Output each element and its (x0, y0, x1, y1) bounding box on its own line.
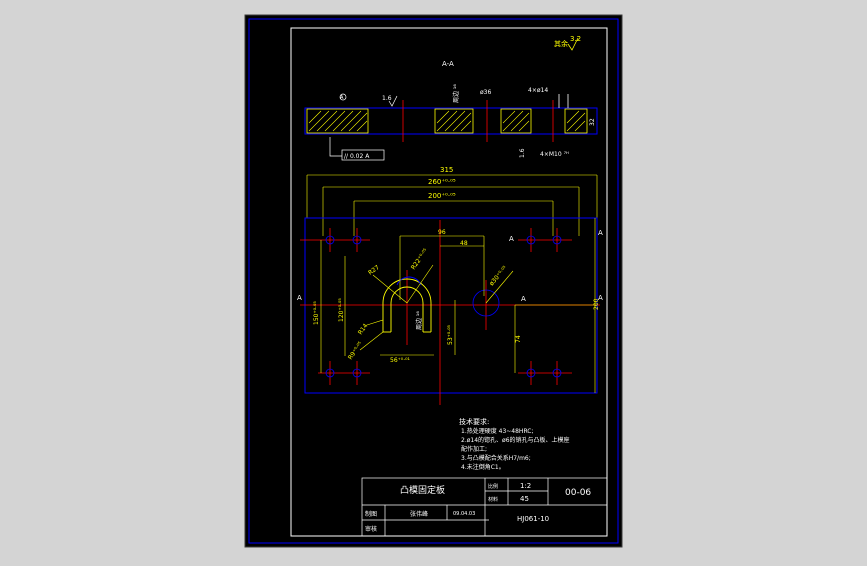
datum-circle-icon (339, 93, 347, 101)
school-code: HJ061-10 (517, 515, 549, 523)
scale-value: 1:2 (520, 482, 531, 490)
roughness-other-label: 其余 (554, 39, 568, 48)
thread-note: 4×M10 ⁷ᴴ (540, 151, 569, 158)
notes-title: 技术要求: (459, 417, 489, 426)
note-line-3: 配作加工; (461, 445, 487, 453)
dim-48: 48 (460, 240, 468, 247)
section-view (304, 94, 598, 142)
drawing-number: 00-06 (565, 488, 591, 498)
section-a-right: A (598, 294, 603, 302)
material-label: 材料 (488, 496, 498, 503)
parallelism-frame: // 0.02 A (344, 153, 370, 160)
drawing-sheet (244, 14, 623, 548)
datum-marker: A (340, 95, 344, 101)
dim-56: 56⁺⁰·⁰¹ (390, 357, 411, 364)
dim-315: 315 (440, 166, 453, 174)
hole-dia-36: ø36 (480, 89, 491, 96)
dim-96: 96 (438, 229, 446, 236)
material-value: 45 (520, 495, 529, 503)
outer-border (248, 18, 619, 544)
parallelism-frame-box (341, 149, 385, 161)
title-block (361, 477, 608, 537)
hole-4x14: 4×ø14 (528, 87, 548, 94)
dim-150: 150⁺⁰·⁰⁵ (313, 301, 320, 325)
dim-200-right: 200 (593, 298, 600, 310)
roughness-top-value: 1.6 (382, 95, 392, 102)
section-a-top-right: A (598, 229, 603, 237)
dim-74: 74 (515, 335, 522, 343)
side-roughness-note: 周边 ¹⁶ (452, 84, 460, 103)
technical-notes: 技术要求: 1.热处理硬度 43~48HRC; 2.ø14的锪孔、ø6的销孔与凸… (459, 417, 570, 471)
drawn-label: 制图 (365, 510, 377, 518)
section-a-top-mid: A (509, 235, 514, 243)
dim-120: 120⁺⁰·⁰⁵ (338, 298, 345, 322)
section-a-mid: A (521, 295, 526, 303)
part-name: 凸模固定板 (400, 484, 445, 496)
roughness-hole-value: 1.6 (519, 148, 526, 158)
dimension-lines-top (306, 174, 598, 236)
holes (325, 235, 562, 378)
section-a-left: A (297, 294, 302, 302)
note-line-1: 1.热处理硬度 43~48HRC; (461, 427, 534, 435)
drawn-date: 09.04.03 (453, 511, 475, 517)
note-line-4: 3.与凸模配合关系H7/m6; (461, 454, 531, 462)
check-label: 审核 (365, 525, 377, 533)
scale-label: 比例 (488, 483, 498, 490)
roughness-top-icon (388, 95, 398, 107)
roughness-symbol-icon (567, 37, 579, 51)
dim-200-top: 200⁺⁰·⁰⁵ (428, 192, 456, 200)
roughness-other-value: 3.2 (570, 35, 581, 43)
note-line-5: 4.未注倒角C1。 (461, 463, 505, 471)
dimension-lines-plan (320, 218, 597, 393)
section-label: A-A (442, 60, 454, 68)
dim-32: 32 (589, 118, 596, 126)
punch-slot (382, 278, 432, 333)
dim-260: 260⁺⁰·⁰⁵ (428, 178, 456, 186)
plate-outline (304, 217, 598, 394)
punch-arc (396, 276, 422, 286)
leader-line (329, 137, 342, 157)
plan-side-note: 周边 ¹⁶ (415, 311, 423, 330)
dim-53: 53⁺⁰·⁰⁵ (447, 324, 454, 345)
note-line-2: 2.ø14的锪孔、ø6的销孔与凸板、上模座 (461, 436, 570, 444)
drawn-name: 张伟峰 (410, 510, 428, 518)
